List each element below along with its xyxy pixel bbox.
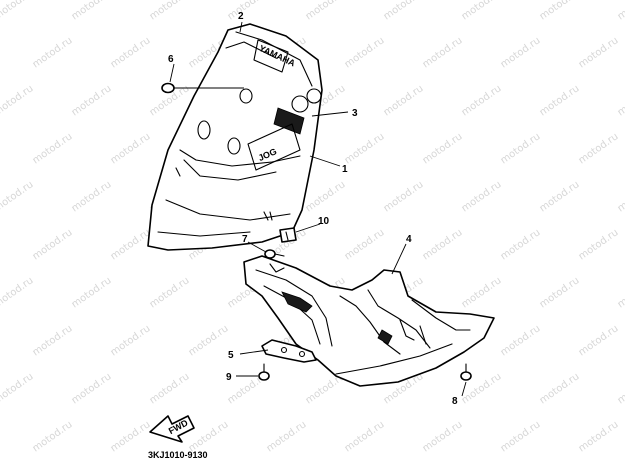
screw-6[interactable] — [161, 82, 187, 94]
watermark-text: motod.ru — [70, 371, 114, 406]
watermark-text: motod.ru — [499, 35, 543, 70]
callout-10: 10 — [318, 216, 330, 227]
watermark-text: motod.ru — [538, 275, 582, 310]
callout-5: 5 — [228, 350, 234, 361]
screw-7[interactable] — [264, 249, 285, 259]
screw-8[interactable] — [460, 363, 472, 381]
callout-6: 6 — [168, 54, 174, 65]
watermark-text: motod.ru — [0, 83, 36, 118]
callout-9: 9 — [226, 372, 232, 383]
watermark-text: motod.ru — [577, 131, 621, 166]
watermark-text: motod.ru — [538, 371, 582, 406]
watermark-text: motod.ru — [343, 131, 387, 166]
watermark-text: motod.ru — [499, 419, 543, 454]
bracket-part[interactable] — [261, 339, 317, 363]
watermark-text: motod.ru — [382, 83, 426, 118]
screw-10[interactable] — [279, 227, 297, 243]
watermark-text: motod.ru — [109, 35, 153, 70]
watermark-text: motod.ru — [499, 323, 543, 358]
watermark-text: motod.ru — [499, 131, 543, 166]
watermark-text: motod.ru — [577, 35, 621, 70]
callout-1: 1 — [342, 164, 348, 175]
watermark-text: motod.ru — [616, 275, 625, 310]
watermark-text: motod.ru — [616, 179, 625, 214]
watermark-text: motod.ru — [616, 371, 625, 406]
under-cover-part[interactable] — [243, 255, 495, 387]
watermark-text: motod.ru — [382, 0, 426, 22]
watermark-text: motod.ru — [460, 179, 504, 214]
watermark-text: motod.ru — [0, 179, 36, 214]
watermark-text: motod.ru — [538, 0, 582, 22]
watermark-text: motod.ru — [109, 323, 153, 358]
callout-7: 7 — [242, 234, 248, 245]
watermark-text: motod.ru — [109, 227, 153, 262]
callout-2: 2 — [238, 11, 244, 22]
watermark-text: motod.ru — [460, 83, 504, 118]
watermark-text: motod.ru — [538, 179, 582, 214]
fwd-arrow-icon: FWD — [149, 415, 195, 443]
watermark-text: motod.ru — [0, 0, 36, 22]
watermark-text: motod.ru — [577, 227, 621, 262]
watermark-text: motod.ru — [343, 35, 387, 70]
watermark-text: motod.ru — [148, 371, 192, 406]
callout-3: 3 — [352, 108, 358, 119]
screw-9[interactable] — [258, 363, 270, 381]
callout-8: 8 — [452, 396, 458, 407]
watermark-text: motod.ru — [0, 371, 36, 406]
watermark-text: motod.ru — [421, 419, 465, 454]
watermark-text: motod.ru — [31, 323, 75, 358]
watermark-text: motod.ru — [421, 227, 465, 262]
callouts: 2 6 3 1 10 7 4 5 9 8 — [168, 11, 458, 407]
watermark-text: motod.ru — [148, 0, 192, 22]
watermark-text: motod.ru — [265, 419, 309, 454]
watermark-text: motod.ru — [460, 275, 504, 310]
watermark-text: motod.ru — [31, 131, 75, 166]
watermark-text: motod.ru — [460, 0, 504, 22]
watermark-text: motod.ru — [421, 35, 465, 70]
watermark-text: motod.ru — [148, 275, 192, 310]
watermark-text: motod.ru — [109, 131, 153, 166]
watermark-text: motod.ru — [70, 179, 114, 214]
watermark-text: motod.ru — [577, 419, 621, 454]
watermark-text: motod.ru — [109, 419, 153, 454]
watermark-text: motod.ru — [70, 0, 114, 22]
watermark-text: motod.ru — [187, 323, 231, 358]
watermark-text: motod.ru — [421, 131, 465, 166]
leader-lines — [169, 21, 467, 397]
watermark-text: motod.ru — [226, 0, 270, 22]
watermark-text: motod.ru — [538, 83, 582, 118]
front-cover-part[interactable]: YAMAHA JOG — [147, 23, 323, 251]
watermark-text: motod.ru — [304, 0, 348, 22]
watermark-text: motod.ru — [577, 323, 621, 358]
watermark-text: motod.ru — [0, 275, 36, 310]
watermark-text: motod.ru — [616, 0, 625, 22]
drawing-code: 3KJ1010-9130 — [148, 450, 208, 460]
watermark-text: motod.ru — [382, 179, 426, 214]
watermark-text: motod.ru — [31, 419, 75, 454]
watermark-text: motod.ru — [343, 419, 387, 454]
watermark-text: motod.ru — [304, 179, 348, 214]
watermark-text: motod.ru — [499, 227, 543, 262]
watermark-text: motod.ru — [616, 83, 625, 118]
callout-4: 4 — [406, 234, 412, 245]
watermark-text: motod.ru — [31, 35, 75, 70]
watermark-text: motod.ru — [70, 275, 114, 310]
watermark-text: motod.ru — [70, 83, 114, 118]
watermark-text: motod.ru — [343, 227, 387, 262]
watermark-text: motod.ru — [31, 227, 75, 262]
